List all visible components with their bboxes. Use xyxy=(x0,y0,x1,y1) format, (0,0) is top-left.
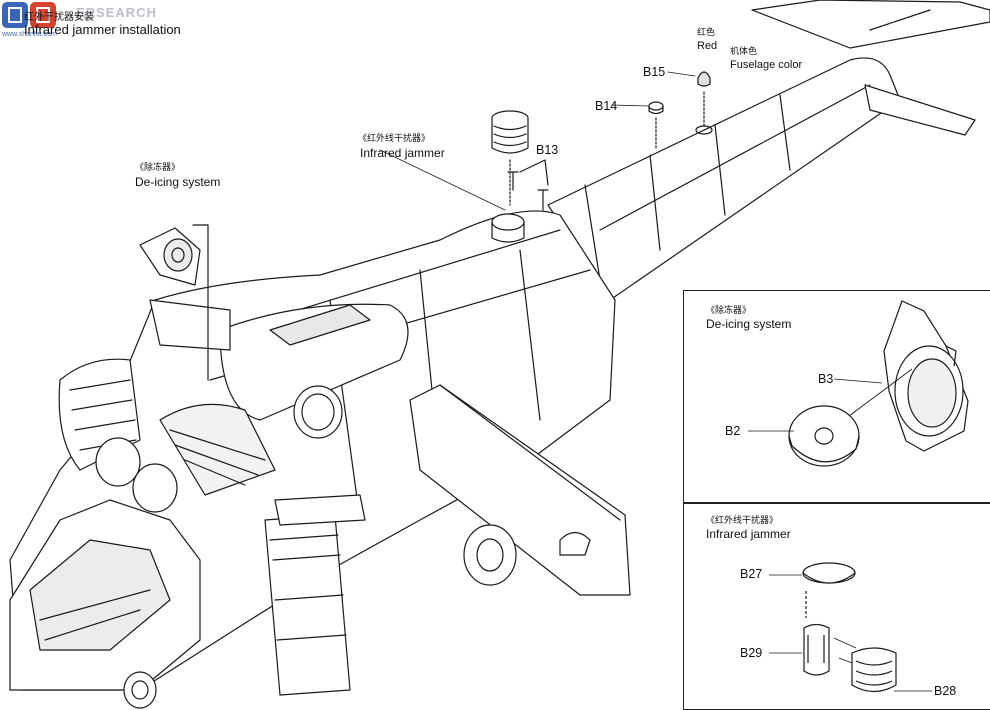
paint-fuselage-en: Fuselage color xyxy=(730,59,803,71)
title-chinese: 红外干扰器安装 xyxy=(24,12,94,23)
jammer-label-en: Infrared jammer xyxy=(360,146,445,160)
part-b14: B14 xyxy=(595,99,618,113)
inset-part-b27: B27 xyxy=(740,567,763,581)
inset-part-b3: B3 xyxy=(818,372,834,386)
inset-jammer-label-zh: 《红外线干扰器》 xyxy=(706,516,779,526)
ir-jammer-exploded xyxy=(491,110,549,243)
inset-jammer: 《红外线干扰器》 Infrared jammer B27 B29 B28 xyxy=(683,502,990,710)
jammer-label-zh: 《红外线干扰器》 xyxy=(358,134,431,144)
access-door xyxy=(264,494,366,696)
leader-b14 xyxy=(611,104,649,107)
cockpit xyxy=(9,499,201,691)
deicing-label-en: De-icing system xyxy=(135,175,221,189)
watermark-url: www.shanhu.com xyxy=(2,31,57,38)
landing-gear xyxy=(123,524,517,709)
watermark-logo-icon xyxy=(2,2,56,28)
inset-jammer-label-en: Infrared jammer xyxy=(706,527,791,541)
watermark-text: ERSEARCH xyxy=(76,5,157,20)
leader-b15 xyxy=(667,71,696,77)
paint-red-en: Red xyxy=(697,40,718,52)
inset-part-b2: B2 xyxy=(725,424,741,438)
inset-part-b28: B28 xyxy=(934,684,957,698)
inset-deicing-drawing xyxy=(748,300,969,467)
part-b13: B13 xyxy=(536,143,559,157)
stub-wing xyxy=(409,384,631,596)
inset-jammer-drawing xyxy=(769,562,932,693)
leader-jammer xyxy=(379,149,506,211)
tail-boom xyxy=(547,57,901,301)
part-b15: B15 xyxy=(643,65,666,79)
paint-red-zh: 红色 xyxy=(697,28,716,38)
beacon-parts xyxy=(648,71,713,151)
title-english: Infrared jammer installation xyxy=(24,22,181,37)
deicing-label-zh: 《除冻器》 xyxy=(135,163,181,173)
inset-deicing-label-en: De-icing system xyxy=(706,317,792,331)
inset-deicing: 《除冻器》 De-icing system B3 B2 xyxy=(683,290,990,504)
paint-fuselage-zh: 机体色 xyxy=(730,47,758,57)
tail-fin xyxy=(751,0,990,136)
engine-cowlings xyxy=(58,299,276,513)
inset-deicing-label-zh: 《除冻器》 xyxy=(706,306,752,316)
watermark: ERSEARCH www.shanhu.com xyxy=(0,0,160,40)
inset-part-b29: B29 xyxy=(740,646,763,660)
deicing-part xyxy=(139,224,209,381)
